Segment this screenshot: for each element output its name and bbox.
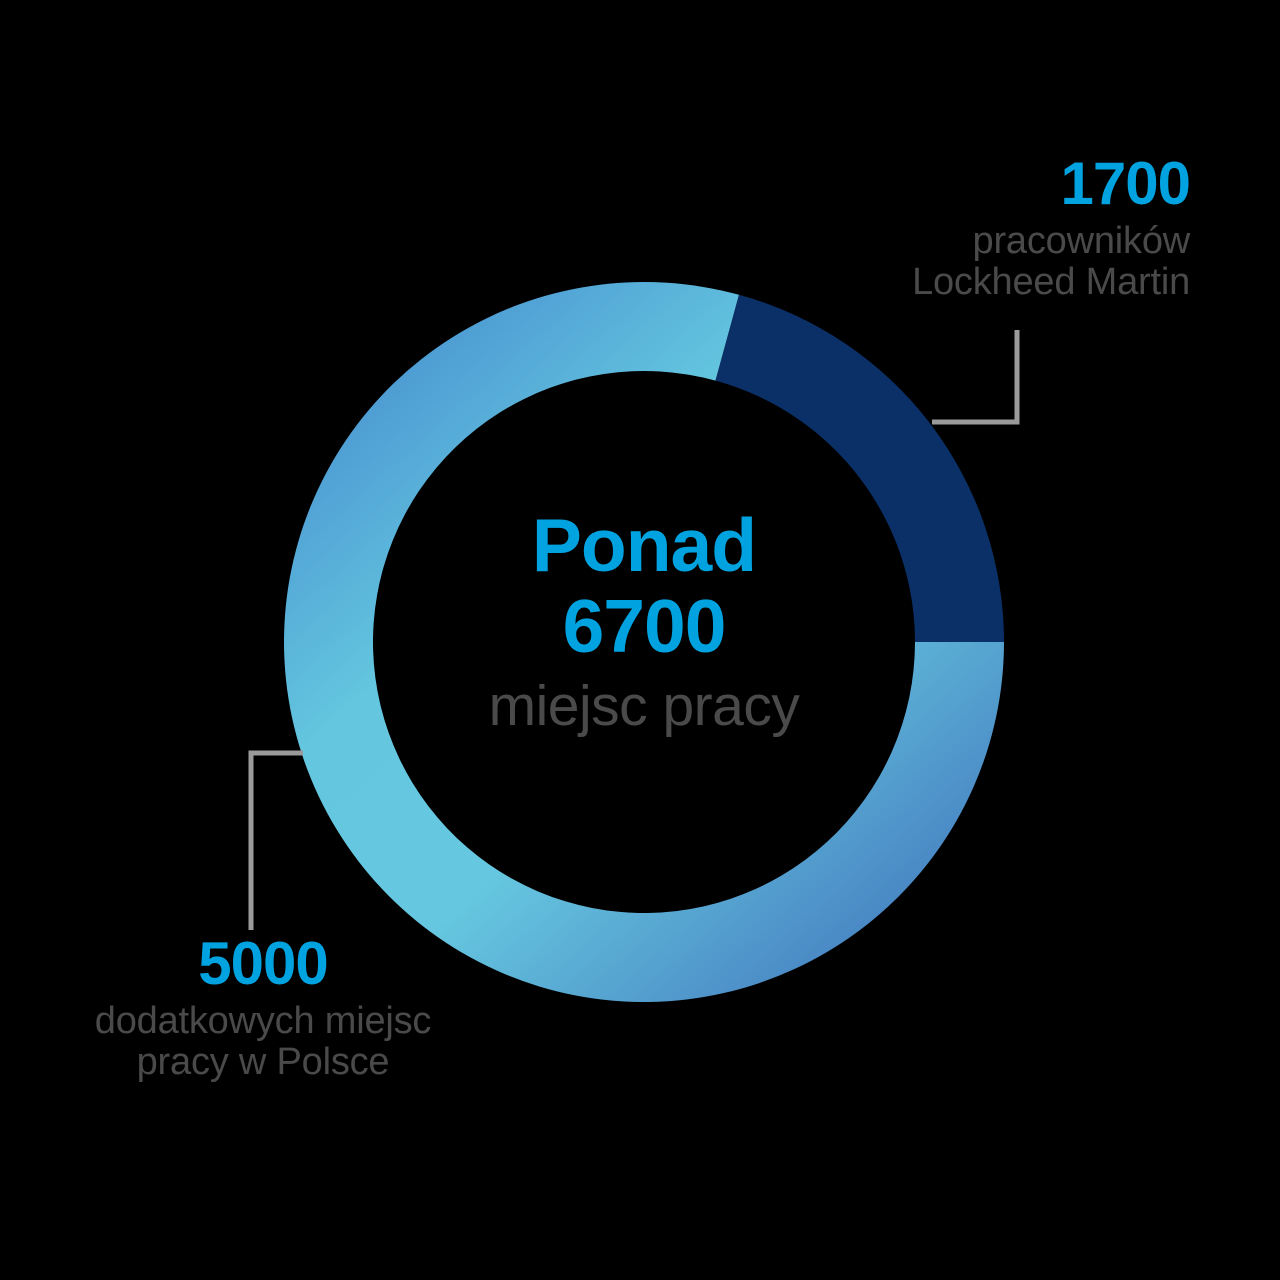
callout-lockheed: 1700 pracowników Lockheed Martin bbox=[860, 150, 1191, 303]
callout-polska: 5000 dodatkowych miejsc pracy w Polsce bbox=[58, 930, 468, 1083]
callout-polska-line2: pracy w Polsce bbox=[136, 1040, 390, 1083]
callout-lockheed-line1: pracowników bbox=[972, 219, 1191, 262]
callout-lockheed-value: 1700 bbox=[1060, 150, 1191, 217]
donut-slice-lockheed bbox=[715, 294, 1004, 642]
leader-line-lockheed bbox=[932, 330, 1020, 425]
callout-lockheed-line2: Lockheed Martin bbox=[912, 260, 1190, 303]
leader-line-polska bbox=[248, 750, 303, 930]
callout-polska-description: dodatkowych miejsc pracy w Polsce bbox=[58, 999, 468, 1083]
callout-polska-value: 5000 bbox=[198, 930, 328, 997]
callout-lockheed-description: pracowników Lockheed Martin bbox=[860, 219, 1191, 303]
callout-polska-line1: dodatkowych miejsc bbox=[94, 999, 432, 1042]
